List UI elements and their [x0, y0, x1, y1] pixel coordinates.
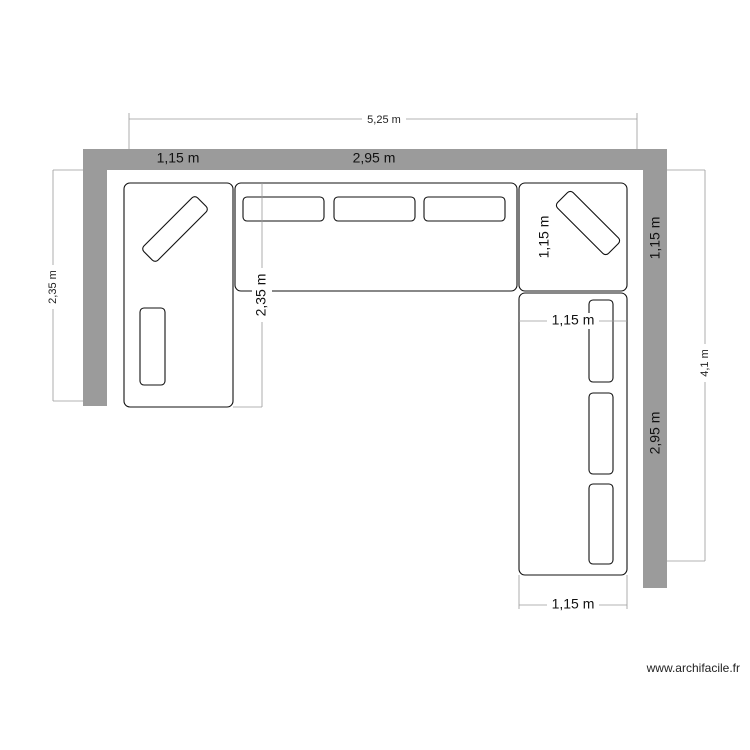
- walls: [83, 149, 667, 588]
- cushions: [139, 190, 621, 565]
- label-total-width: 5,25 m: [367, 114, 401, 126]
- label-left-inner-height: 2,35 m: [253, 274, 269, 317]
- sofa-module-corner: [518, 182, 628, 292]
- dimension-labels: 5,25 m 1,15 m 2,95 m 2,35 m 2,35 m 1,15 …: [46, 112, 712, 613]
- cushion-corner-diagonal: [555, 190, 621, 256]
- cushion-top-2: [333, 196, 416, 222]
- label-left-outer-height: 2,35 m: [47, 270, 59, 304]
- label-right-seat-width: 1,15 m: [552, 312, 595, 328]
- label-bg-left-outer: [46, 265, 60, 309]
- label-right-total-height: 4,1 m: [699, 349, 711, 377]
- wall-left: [83, 149, 107, 406]
- label-bg-left-inner: [252, 268, 272, 322]
- cushion-right-2: [588, 392, 614, 475]
- label-bg-right-seat: [547, 313, 599, 329]
- wall-top: [83, 149, 667, 170]
- wall-right: [643, 149, 667, 588]
- label-right-wall-length: 2,95 m: [647, 412, 663, 455]
- cushion-left-diagonal: [142, 196, 208, 262]
- label-bg-right-total: [698, 344, 712, 382]
- cushion-left-vertical: [139, 307, 166, 386]
- label-right-wall-corner: 1,15 m: [647, 217, 663, 260]
- credit-text: www.archifacile.fr: [646, 661, 740, 675]
- label-corner-seat-height: 1,15 m: [536, 216, 552, 259]
- label-top-left-section: 1,15 m: [157, 150, 200, 166]
- cushion-top-3: [423, 196, 506, 222]
- cushion-top-1: [242, 196, 325, 222]
- label-bg-bottom: [547, 597, 599, 613]
- cushion-right-3: [588, 483, 614, 565]
- label-top-middle-section: 2,95 m: [353, 150, 396, 166]
- label-bg-total-width: [362, 112, 406, 126]
- label-bottom-width: 1,15 m: [552, 596, 595, 612]
